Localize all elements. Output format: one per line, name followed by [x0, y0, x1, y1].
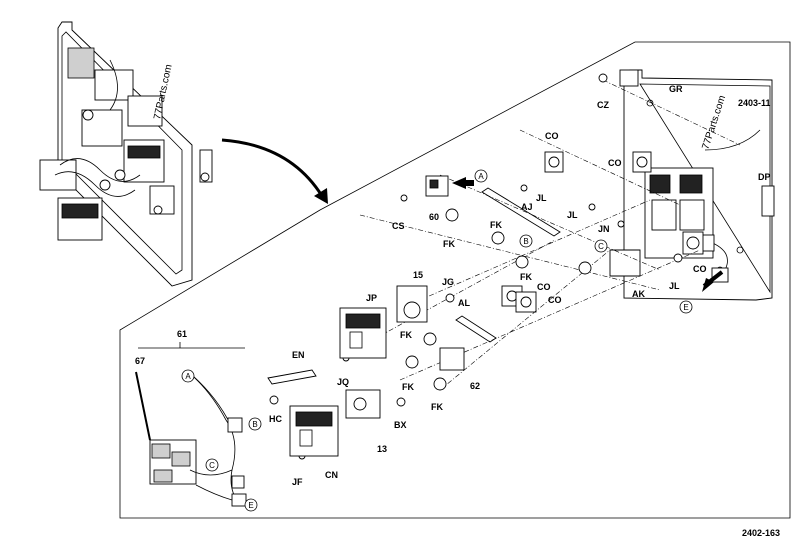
label-AJ: AJ [521, 202, 533, 212]
callout-E-harness: E [244, 498, 258, 512]
label-AK: AK [632, 289, 645, 299]
arrow-shaft-E [702, 270, 724, 288]
svg-text:C: C [209, 461, 215, 470]
callout-B-harness: B [248, 417, 262, 431]
label-JL-3: JL [669, 281, 680, 291]
part-13 [345, 389, 381, 419]
svg-text:E: E [683, 303, 688, 312]
callout-A-top: A [474, 169, 488, 183]
watermark-overview: 77Parts.com [152, 63, 174, 120]
callout-C-harness: C [205, 458, 219, 472]
part-CO-group [501, 151, 704, 313]
label-CO-4: CO [548, 295, 562, 305]
label-EN: EN [292, 350, 305, 360]
label-FK-2: FK [490, 220, 502, 230]
part-AL [455, 315, 497, 343]
figure-id: 2402-163 [742, 528, 780, 538]
part-60 [425, 175, 449, 197]
svg-text:C: C [598, 242, 604, 251]
part-67 [135, 371, 151, 441]
svg-text:B: B [252, 420, 257, 429]
label-FK-3: FK [520, 272, 532, 282]
label-13: 13 [377, 444, 387, 454]
label-CZ: CZ [597, 100, 609, 110]
part-CN [289, 405, 339, 457]
label-HC: HC [269, 414, 282, 424]
svg-text:E: E [248, 501, 253, 510]
svg-text:B: B [523, 237, 528, 246]
svg-text:A: A [185, 372, 191, 381]
label-CN: CN [325, 470, 338, 480]
label-DP: DP [758, 172, 771, 182]
part-15 [396, 285, 428, 323]
part-62 [439, 347, 465, 371]
fasteners [269, 73, 683, 460]
label-FK-6: FK [431, 402, 443, 412]
label-JN: JN [598, 224, 610, 234]
label-CO-1: CO [545, 131, 559, 141]
label-CO-3: CO [537, 282, 551, 292]
callout-B-top: B [519, 234, 533, 248]
label-AL: AL [458, 298, 470, 308]
label-FK-4: FK [400, 330, 412, 340]
label-CS: CS [392, 221, 405, 231]
label-CO-2: CO [608, 158, 622, 168]
exploded-view-frame [119, 41, 791, 519]
label-67: 67 [135, 356, 145, 366]
label-JP: JP [366, 293, 377, 303]
part-AJ [481, 187, 561, 237]
label-GR: GR [669, 84, 683, 94]
label-15: 15 [413, 270, 423, 280]
callout-C-top: C [594, 239, 608, 253]
callout-E-top: E [679, 300, 693, 314]
label-JL-2: JL [567, 210, 578, 220]
part-JP [339, 307, 387, 359]
arrow-head [314, 188, 328, 204]
part-EN [267, 369, 317, 385]
arrow-shaft-A-top [464, 180, 474, 186]
label-JG: JG [442, 277, 454, 287]
label-ref-code: 2403-11 [738, 98, 771, 108]
label-61: 61 [177, 329, 187, 339]
label-62: 62 [470, 381, 480, 391]
part-61-harness [138, 342, 247, 507]
overview-assembly [39, 21, 213, 287]
label-FK-1: FK [443, 239, 455, 249]
label-BX: BX [394, 420, 407, 430]
label-CO-5: CO [693, 264, 707, 274]
curved-arrow [221, 138, 324, 197]
label-60: 60 [429, 212, 439, 222]
svg-text:A: A [478, 172, 484, 181]
callout-A-harness: A [181, 369, 195, 383]
label-JF: JF [292, 477, 303, 487]
label-FK-5: FK [402, 382, 414, 392]
label-JQ: JQ [337, 377, 349, 387]
part-AK [609, 249, 641, 277]
label-JL-1: JL [536, 193, 547, 203]
arrow-to-A-top [452, 177, 466, 189]
